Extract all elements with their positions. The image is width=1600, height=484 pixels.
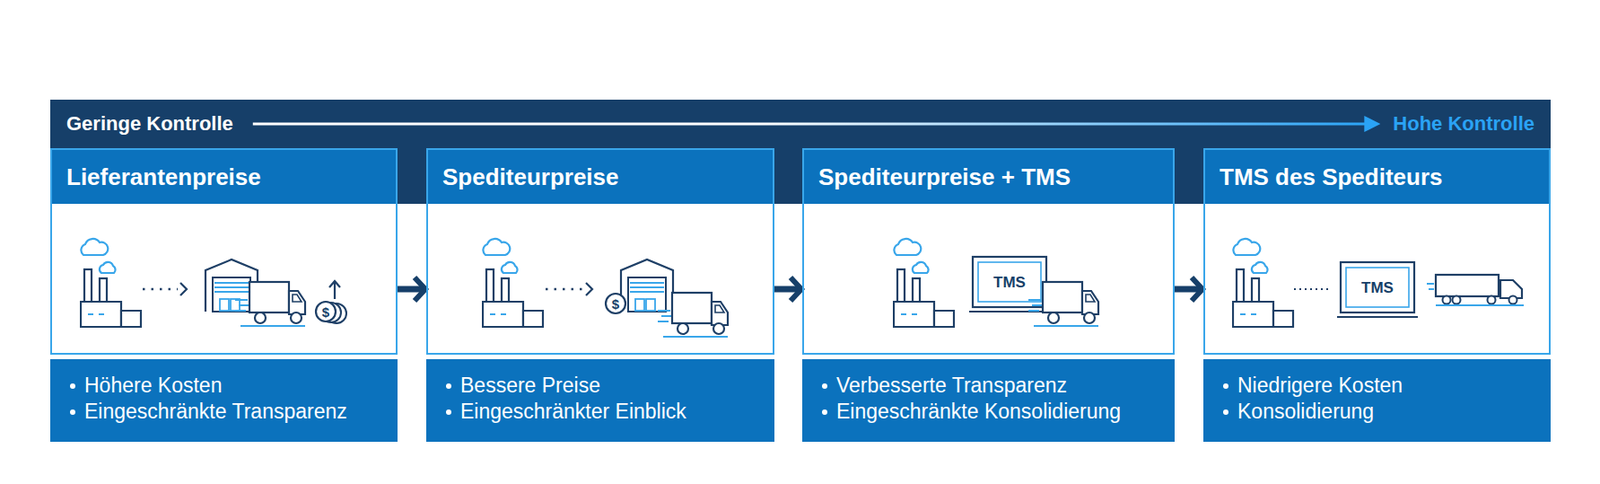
- card-title: Spediteurpreise + TMS: [818, 163, 1071, 192]
- card-body: [51, 203, 397, 354]
- scale-start-label: Geringe Kontrolle: [66, 112, 234, 136]
- control-band: Geringe Kontrolle Hohe Kontrolle: [50, 99, 1551, 149]
- bullet-item: Niedrigere Kosten: [1223, 372, 1403, 399]
- stage-card: Lieferantenpreise: [50, 148, 398, 355]
- arrow-head: [414, 277, 426, 301]
- bullet-item: Konsolidierung: [1223, 398, 1374, 425]
- stage-card: Spediteurpreise: [426, 148, 775, 355]
- arrow-head: [1363, 115, 1381, 132]
- card-body: [427, 203, 774, 354]
- forwarder-illustration: [482, 238, 728, 337]
- arrow-head: [1191, 277, 1203, 301]
- flow-arrow: [397, 277, 426, 301]
- bullet-item: Eingeschränkter Einblick: [445, 398, 687, 425]
- currency-mark: $: [612, 297, 620, 311]
- supplier-illustration: [80, 238, 347, 327]
- tms-illustration: [893, 238, 1099, 327]
- bullet-item: Eingeschränkte Konsolidierung: [821, 398, 1121, 425]
- arrow-head: [790, 277, 802, 301]
- forwarder-tms-illustration: [1232, 238, 1524, 327]
- stage-card: Spediteurpreise + TMS: [802, 148, 1175, 355]
- bullet-item: Bessere Preise: [445, 372, 601, 399]
- bullet-box: Niedrigere KostenKonsolidierung: [1203, 358, 1551, 442]
- card-title: Lieferantenpreise: [66, 163, 262, 192]
- card-title: Spediteurpreise: [442, 163, 620, 192]
- bullet-box: Verbesserte TransparenzEingeschränkte Ko…: [802, 358, 1175, 442]
- bullet-item: Eingeschränkte Transparenz: [69, 398, 348, 425]
- stage-card: TMS des Spediteurs: [1203, 148, 1551, 355]
- bullet-item: Verbesserte Transparenz: [821, 372, 1067, 399]
- arrow-shaft: [397, 286, 423, 293]
- bullet-box: Bessere PreiseEingeschränkter Einblick: [426, 358, 775, 442]
- flow-arrow: [1174, 277, 1203, 301]
- card-title: TMS des Spediteurs: [1219, 163, 1443, 192]
- card-header: Lieferantenpreise: [52, 149, 396, 204]
- arrow-shaft: [1174, 286, 1200, 293]
- scale-end-label: Hohe Kontrolle: [1392, 112, 1535, 136]
- control-arrow: [50, 99, 1551, 149]
- card-header: Spediteurpreise + TMS: [804, 149, 1173, 204]
- arrow-shaft: [774, 286, 799, 293]
- arrow-shaft: [253, 122, 1369, 126]
- card-body: [803, 203, 1174, 354]
- currency-mark: $: [322, 305, 330, 319]
- screen-label: TMS: [1361, 279, 1394, 296]
- card-header: TMS des Spediteurs: [1205, 149, 1549, 204]
- card-body: [1204, 203, 1550, 354]
- bullet-box: Höhere KostenEingeschränkte Transparenz: [50, 358, 398, 442]
- bullet-item: Höhere Kosten: [69, 372, 222, 399]
- control-band-ground: [50, 99, 1551, 204]
- screen-label: TMS: [993, 274, 1026, 290]
- card-header: Spediteurpreise: [428, 149, 773, 204]
- flow-arrow: [774, 277, 802, 301]
